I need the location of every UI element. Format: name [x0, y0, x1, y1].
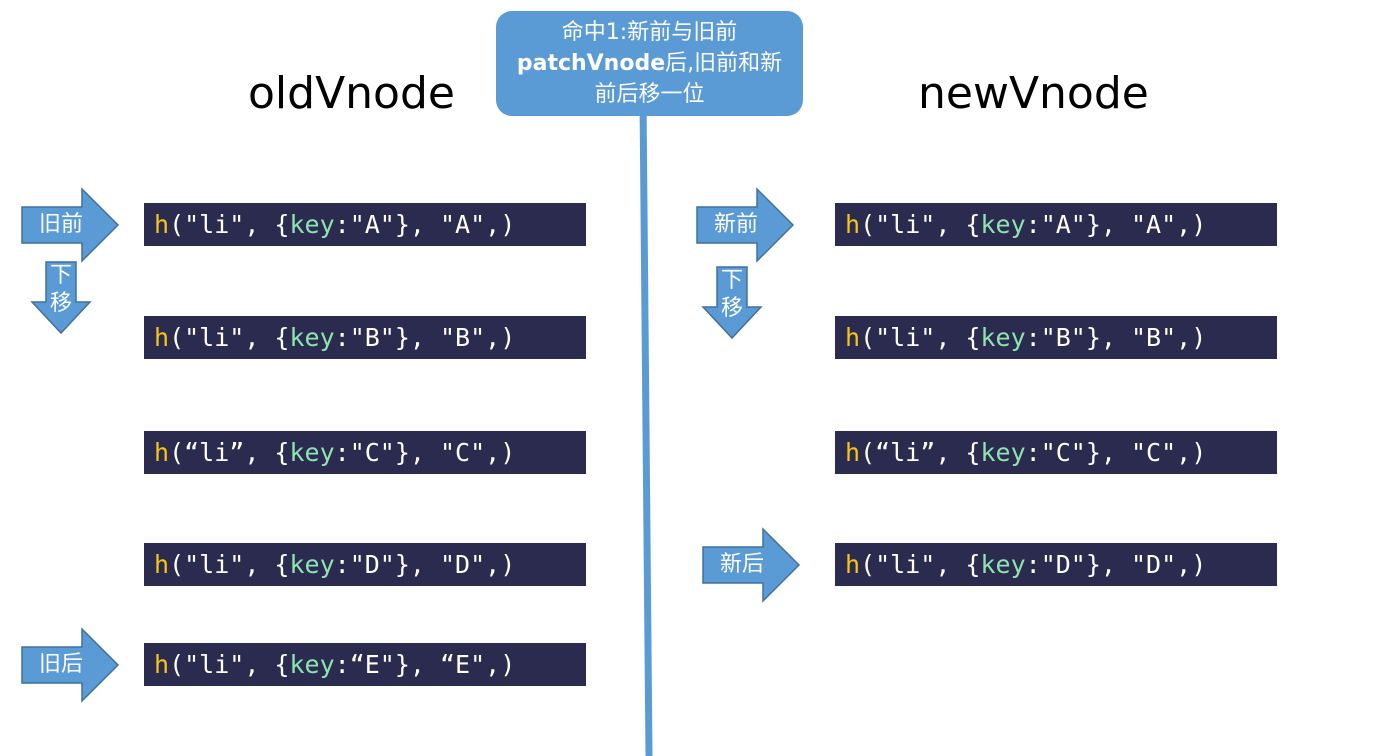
code-key: key: [289, 650, 335, 679]
code-rest: :"D"}, "D",): [1025, 550, 1207, 579]
fn-name: h: [154, 550, 170, 579]
new-end-label: 新后: [719, 552, 764, 577]
fn-name: h: [845, 323, 861, 352]
new-move-label-1: 下: [720, 268, 743, 293]
code-rest: :"A"}, "A",): [334, 210, 516, 239]
code-key: key: [289, 210, 335, 239]
new-move-label-2: 移: [720, 296, 743, 321]
right-arrow-icon: [21, 627, 120, 703]
code-rest: :"B"}, "B",): [1025, 323, 1207, 352]
fn-name: h: [154, 323, 170, 352]
fn-name: h: [154, 650, 170, 679]
code-rest: :"A"}, "A",): [1025, 210, 1207, 239]
new-node-d: h("li", {key:"D"}, "D",): [835, 543, 1277, 586]
new-end-pointer: 新后: [701, 527, 801, 603]
callout-line-1: 命中1:新前与旧前: [561, 20, 738, 45]
fn-name: h: [845, 210, 861, 239]
new-start-pointer: 新前: [695, 187, 795, 263]
code-rest: :"D"}, "D",): [334, 550, 516, 579]
old-vnode-title: oldVnode: [248, 68, 455, 119]
new-node-c: h(“li”, {key:"C"}, "C",): [835, 431, 1277, 474]
old-node-c: h(“li”, {key:"C"}, "C",): [144, 431, 586, 474]
code-rest: :“E"}, “E",): [334, 650, 516, 679]
old-node-d: h("li", {key:"D"}, "D",): [144, 543, 586, 586]
new-node-a: h("li", {key:"A"}, "A",): [835, 203, 1277, 246]
code-open: ("li", {: [169, 650, 290, 679]
code-open: ("li", {: [169, 550, 290, 579]
code-open: ("li", {: [860, 550, 981, 579]
old-move-label-2: 移: [49, 291, 72, 316]
old-end-pointer: 旧后: [20, 627, 120, 703]
old-start-label: 旧前: [38, 212, 83, 237]
fn-name: h: [154, 438, 170, 467]
code-open: ("li", {: [860, 210, 981, 239]
code-key: key: [289, 550, 335, 579]
code-key: key: [289, 438, 335, 467]
code-open: (“li”, {: [169, 438, 290, 467]
right-arrow-icon: [696, 187, 795, 263]
callout-box: 命中1:新前与旧前 patchVnode后,旧前和新 前后移一位: [496, 11, 803, 116]
old-node-e: h("li", {key:“E"}, “E",): [144, 643, 586, 686]
code-key: key: [980, 550, 1026, 579]
old-start-pointer: 旧前: [20, 187, 120, 263]
fn-name: h: [845, 550, 861, 579]
code-key: key: [980, 438, 1026, 467]
down-arrow-icon: [30, 261, 92, 335]
code-key: key: [289, 323, 335, 352]
code-open: (“li”, {: [860, 438, 981, 467]
new-move-down-pointer: 下 移: [701, 265, 763, 340]
code-open: ("li", {: [169, 210, 290, 239]
new-start-label: 新前: [713, 212, 758, 237]
code-rest: :"B"}, "B",): [334, 323, 516, 352]
down-arrow-icon: [701, 266, 763, 340]
old-node-a: h("li", {key:"A"}, "A",): [144, 203, 586, 246]
callout-bold: patchVnode: [516, 51, 666, 76]
fn-name: h: [845, 438, 861, 467]
code-open: ("li", {: [860, 323, 981, 352]
new-node-b: h("li", {key:"B"}, "B",): [835, 316, 1277, 359]
code-open: ("li", {: [169, 323, 290, 352]
callout-line-3: 前后移一位: [594, 82, 705, 107]
callout-line-2: patchVnode后,旧前和新: [496, 48, 803, 79]
old-end-label: 旧后: [38, 652, 83, 677]
old-move-label-1: 下: [49, 263, 72, 288]
code-rest: :"C"}, "C",): [334, 438, 516, 467]
callout-line-2-rest: 后,旧前和新: [665, 51, 783, 76]
old-move-down-pointer: 下 移: [30, 260, 92, 335]
right-arrow-icon: [702, 527, 801, 603]
old-node-b: h("li", {key:"B"}, "B",): [144, 316, 586, 359]
code-rest: :"C"}, "C",): [1025, 438, 1207, 467]
fn-name: h: [154, 210, 170, 239]
code-key: key: [980, 210, 1026, 239]
new-vnode-title: newVnode: [918, 68, 1149, 119]
right-arrow-icon: [21, 187, 120, 263]
code-key: key: [980, 323, 1026, 352]
